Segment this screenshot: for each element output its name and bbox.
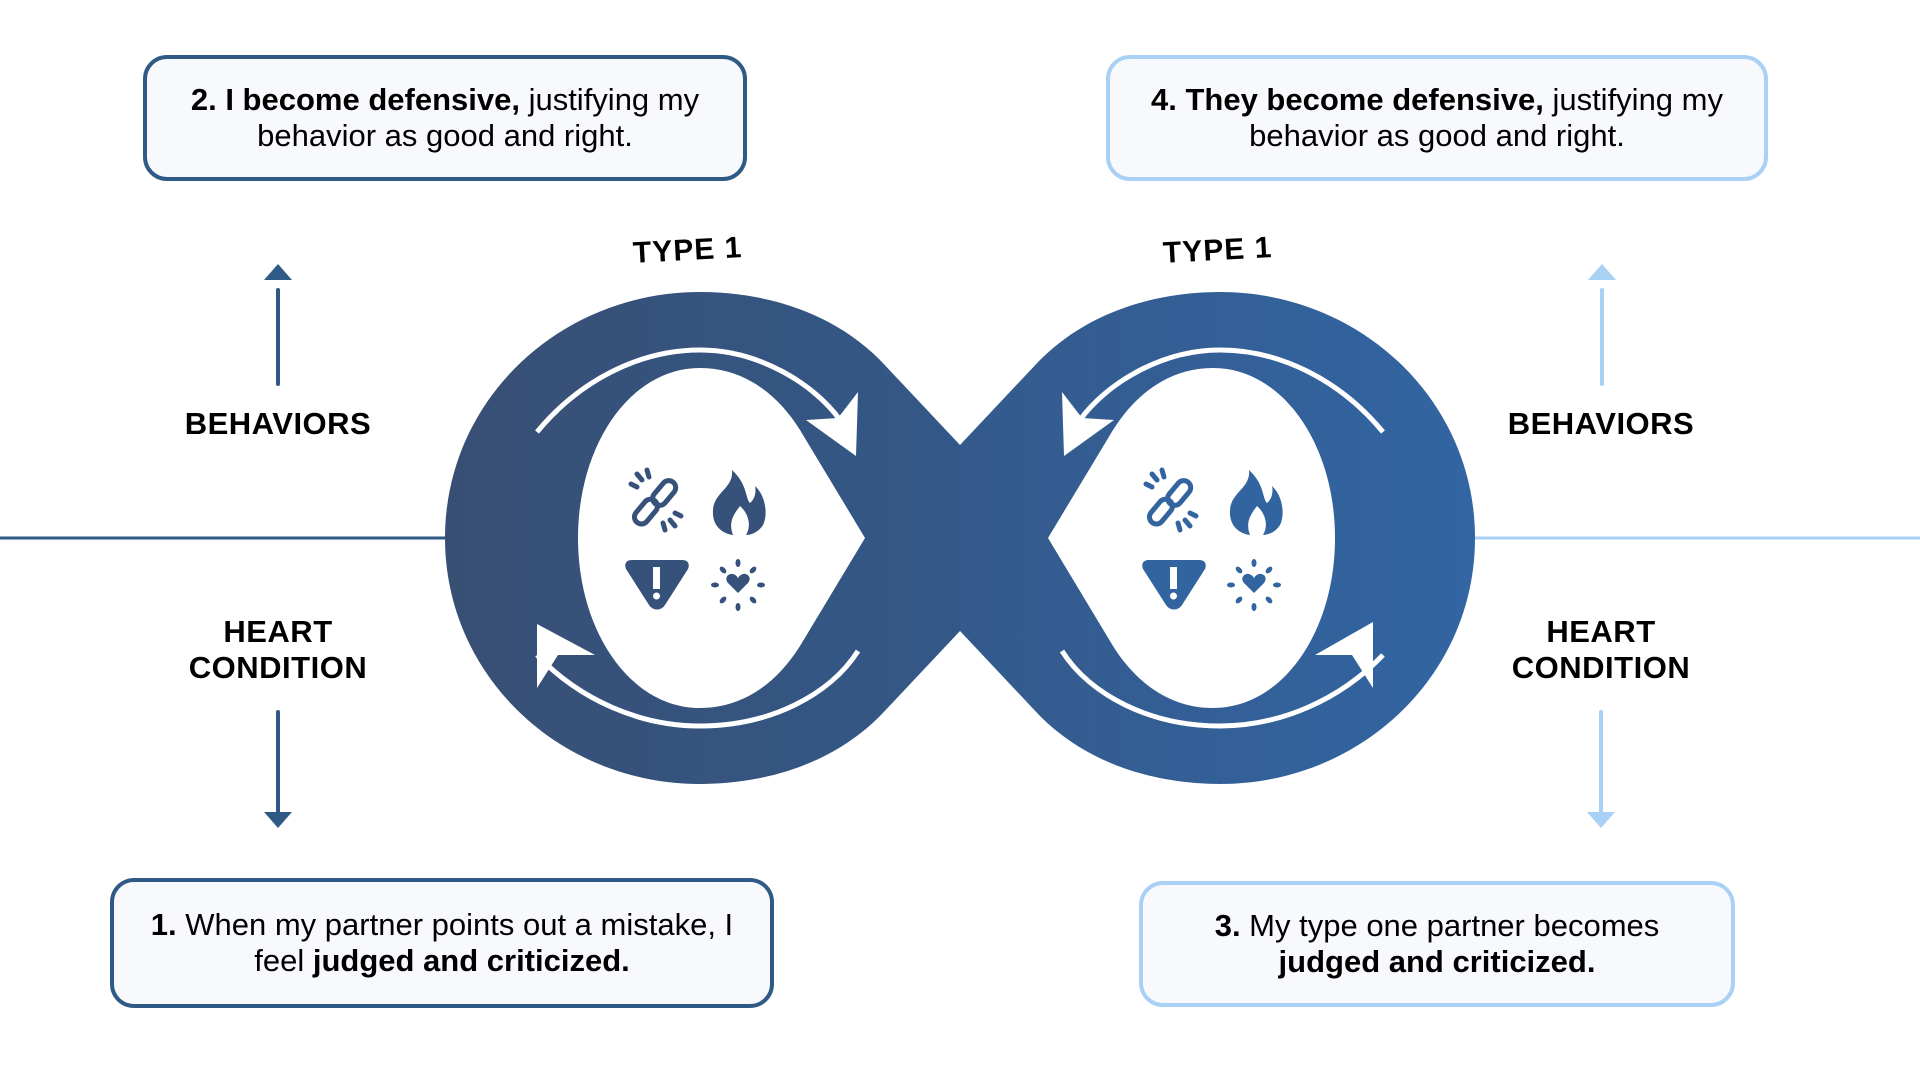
left-icons bbox=[625, 467, 766, 611]
left-type-label: TYPE 1 bbox=[632, 231, 744, 270]
flame-icon bbox=[712, 470, 766, 535]
warning-icon bbox=[1142, 560, 1206, 610]
step-2-rest: justifying my behavior as good and right… bbox=[257, 82, 700, 153]
step-4-text: 4. They become defensive, justifying my … bbox=[1132, 82, 1742, 154]
left-behaviors-label: BEHAVIORS bbox=[184, 406, 372, 441]
right-arrowhead-top bbox=[1062, 392, 1114, 456]
step-4-bold: 4. They become defensive, bbox=[1151, 82, 1544, 117]
left-down-arrow bbox=[264, 710, 292, 828]
right-up-arrow bbox=[1588, 264, 1616, 386]
flame-icon bbox=[1229, 470, 1283, 535]
right-heart-line2: CONDITION bbox=[1511, 650, 1691, 685]
right-type-label: TYPE 1 bbox=[1162, 231, 1274, 270]
step-4-rest: justifying my behavior as good and right… bbox=[1249, 82, 1723, 153]
left-heart-condition-label: HEART CONDITION bbox=[148, 614, 408, 686]
heart-burst-icon bbox=[1227, 559, 1281, 611]
left-up-arrow bbox=[264, 264, 292, 386]
step-2-bold: 2. I become defensive, bbox=[190, 82, 520, 117]
step-2-text: 2. I become defensive, justifying my beh… bbox=[185, 82, 705, 154]
step-1-text: 1. When my partner points out a mistake,… bbox=[134, 907, 750, 979]
broken-link-icon bbox=[628, 467, 684, 533]
step-1-box: 1. When my partner points out a mistake,… bbox=[110, 878, 774, 1008]
step-3-rest: My type one partner becomes bbox=[1240, 908, 1660, 943]
right-heart-condition-label: HEART CONDITION bbox=[1471, 614, 1731, 686]
right-heart-line1: HEART bbox=[1546, 614, 1656, 649]
broken-link-icon bbox=[1143, 467, 1199, 533]
step-4-box: 4. They become defensive, justifying my … bbox=[1106, 55, 1768, 181]
left-heart-line1: HEART bbox=[223, 614, 333, 649]
step-1-rest: When my partner points out a mistake, I … bbox=[176, 907, 734, 978]
left-arrowhead-top bbox=[806, 392, 858, 456]
heart-burst-icon bbox=[711, 559, 765, 611]
right-behaviors-label: BEHAVIORS bbox=[1507, 406, 1695, 441]
step-1-bold: judged and criticized. bbox=[312, 943, 630, 978]
left-inner-drop bbox=[578, 368, 865, 708]
right-inner-drop bbox=[1048, 368, 1335, 708]
step-3-bold: judged and criticized. bbox=[1278, 944, 1596, 979]
step-3-box: 3. My type one partner becomes judged an… bbox=[1139, 881, 1735, 1007]
left-arrowhead-bottom bbox=[537, 624, 595, 688]
left-cycle-arrows bbox=[535, 347, 861, 729]
step-1-number: 1. bbox=[150, 907, 177, 942]
left-heart-line2: CONDITION bbox=[188, 650, 368, 685]
warning-icon bbox=[625, 560, 689, 610]
step-3-number: 3. bbox=[1214, 908, 1241, 943]
right-icons bbox=[1142, 467, 1283, 611]
step-3-text: 3. My type one partner becomes judged an… bbox=[1167, 908, 1707, 980]
right-cycle-arrows bbox=[1059, 347, 1385, 729]
right-arrowhead-bottom bbox=[1315, 622, 1373, 688]
step-2-box: 2. I become defensive, justifying my beh… bbox=[143, 55, 747, 181]
right-down-arrow bbox=[1587, 710, 1615, 828]
